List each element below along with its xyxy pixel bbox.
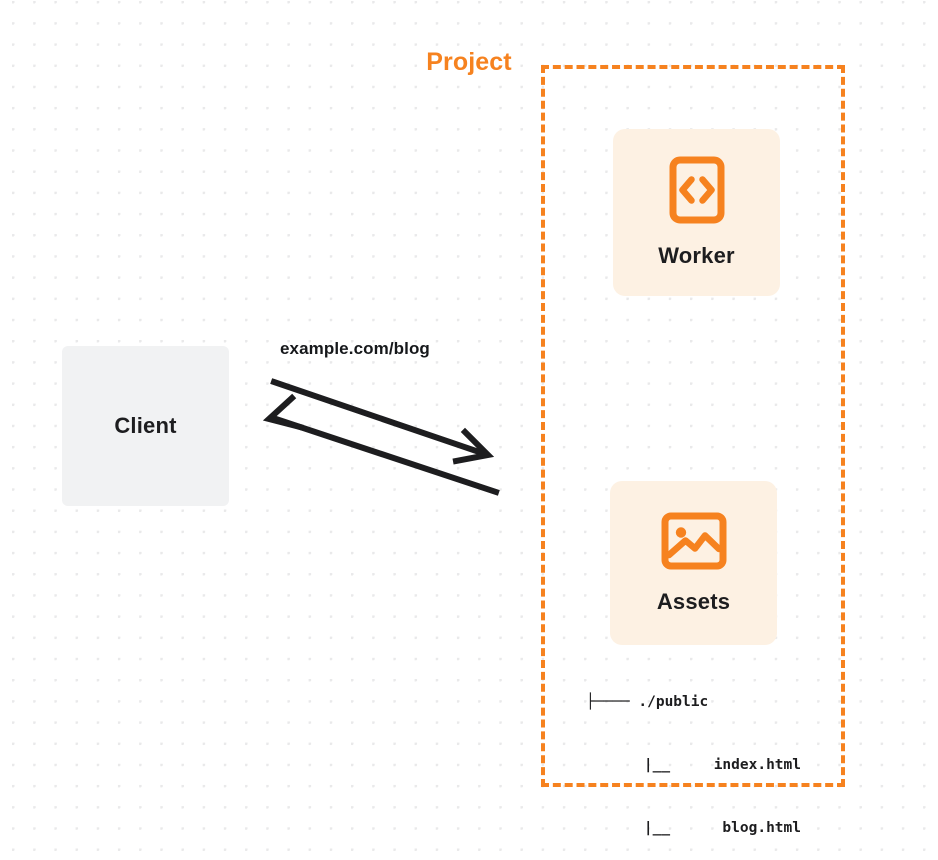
project-label: Project: [420, 47, 518, 77]
file-tree-line-root: ├──── ./public: [586, 694, 709, 710]
node-worker[interactable]: Worker: [613, 129, 780, 296]
node-client-label: Client: [114, 413, 177, 438]
arrow-to-project-head: [452, 427, 495, 465]
file-tree-line-index: |__ index.html: [643, 757, 801, 773]
project-container: [541, 65, 845, 787]
arrow-to-client-line: [272, 415, 500, 496]
node-assets[interactable]: Assets: [610, 481, 777, 645]
code-brackets-icon: [669, 156, 725, 229]
connection-request-arrows: [262, 378, 500, 496]
node-client[interactable]: Client: [62, 346, 229, 506]
image-icon: [661, 512, 727, 575]
connection-request-label: example.com/blog: [280, 339, 430, 358]
file-tree-line-blog: |__ blog.html: [643, 820, 801, 836]
node-assets-label: Assets: [656, 588, 731, 614]
assets-file-tree: ├──── ./public |__ index.html |__ blog.h…: [586, 650, 801, 860]
node-worker-label: Worker: [658, 243, 735, 268]
arrow-to-project-line: [270, 378, 486, 457]
arrow-to-client-head: [262, 393, 304, 431]
